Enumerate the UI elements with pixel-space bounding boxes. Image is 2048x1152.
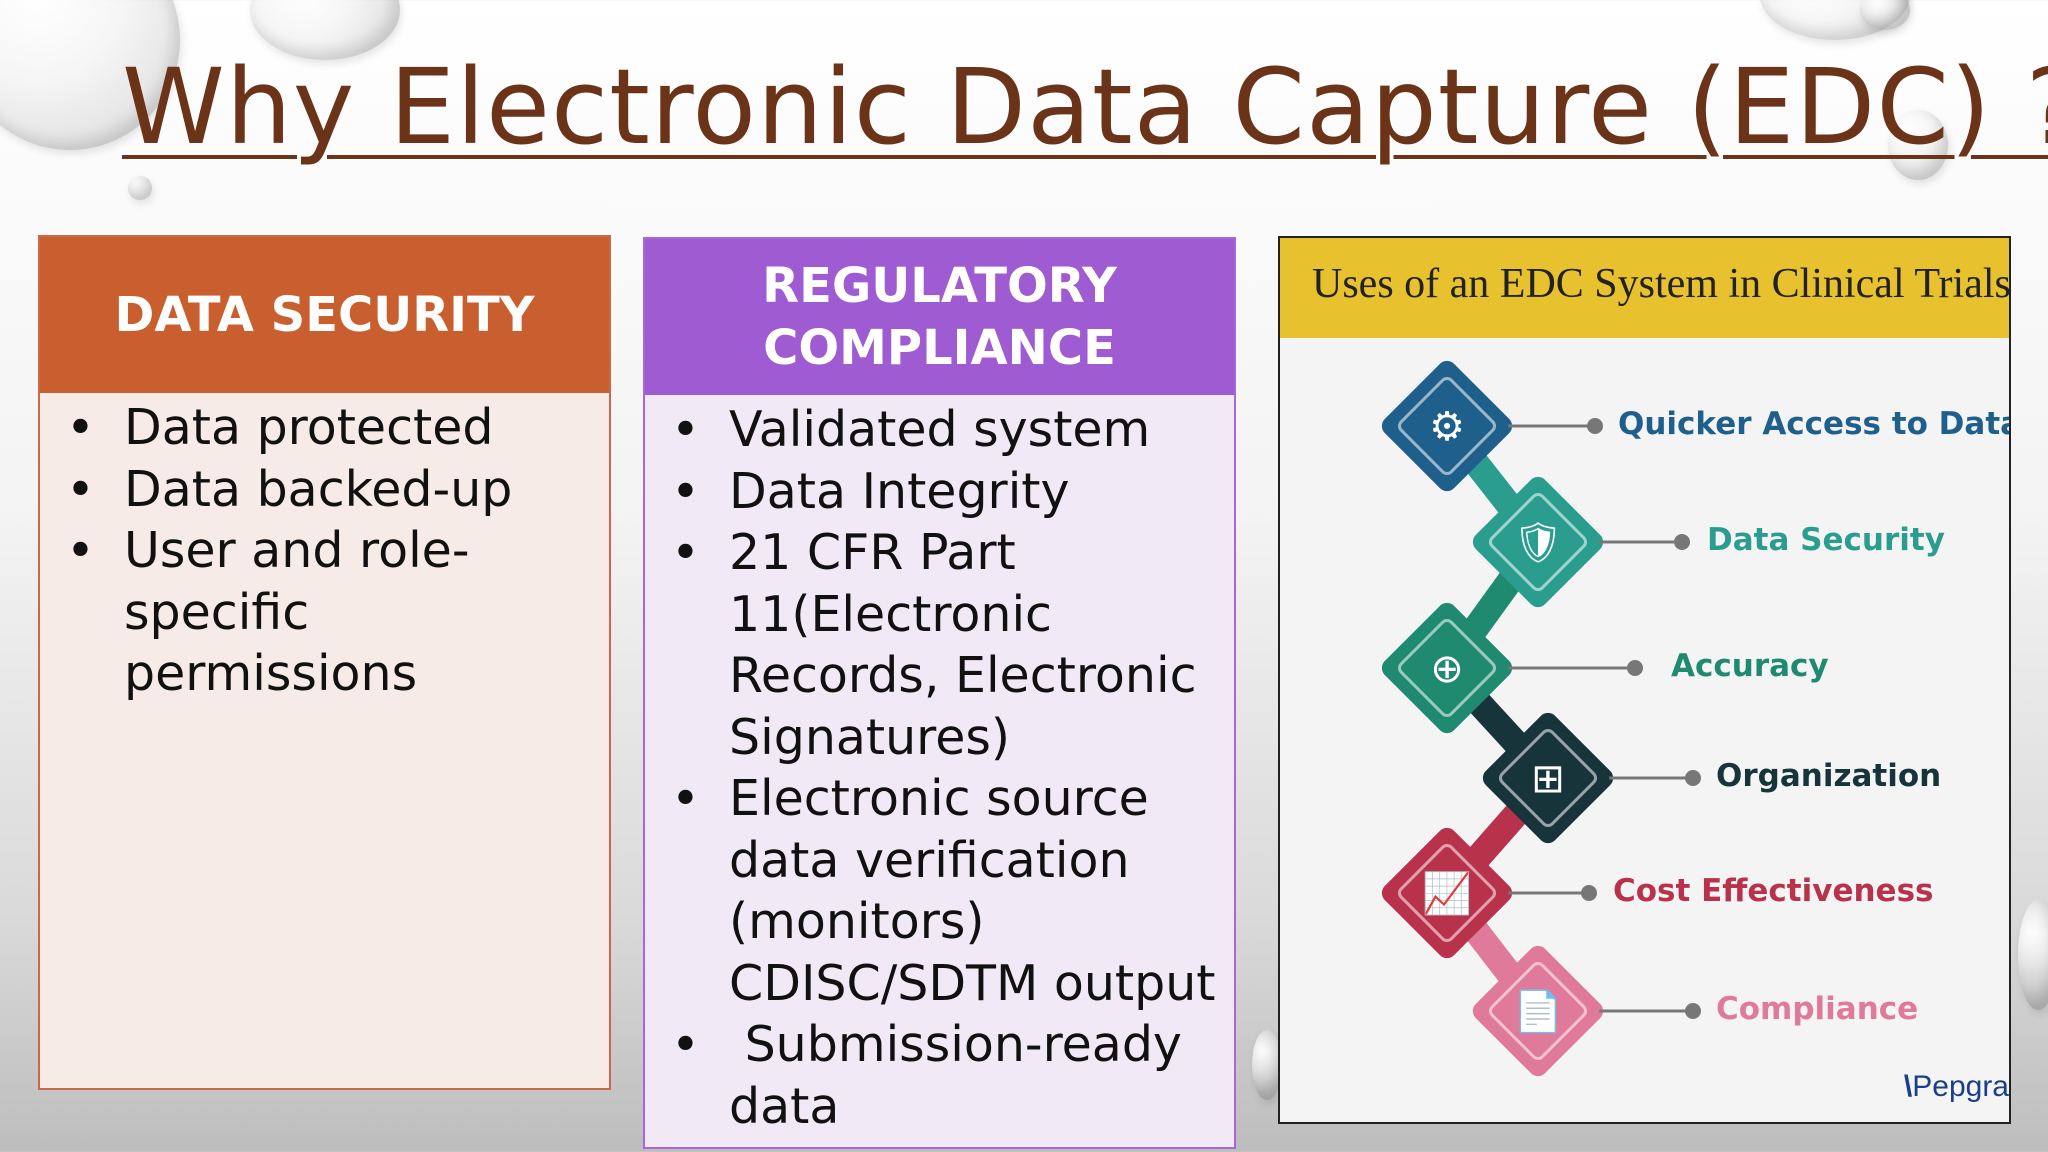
edc-uses-title: Uses of an EDC System in Clinical Trials bbox=[1312, 261, 2011, 307]
diamond-outer bbox=[1472, 945, 1604, 1077]
regulatory-compliance-heading: REGULATORY COMPLIANCE bbox=[645, 239, 1234, 395]
bullet: • bbox=[671, 401, 700, 458]
diamond-inner bbox=[1397, 618, 1497, 718]
pointer-dot bbox=[1627, 660, 1643, 676]
use-diamond: 🛡 bbox=[1472, 476, 1604, 608]
diamond-outer bbox=[1381, 360, 1513, 492]
diamond-inner bbox=[1498, 728, 1598, 828]
list-item: •User and role-specific permissions bbox=[66, 522, 470, 702]
bullet: • bbox=[66, 399, 95, 456]
bullet: • bbox=[66, 522, 95, 579]
regulatory-compliance-box: REGULATORY COMPLIANCE •Validated system … bbox=[643, 237, 1236, 1149]
diamond-outer bbox=[1381, 602, 1513, 734]
use-label: Data Security bbox=[1707, 522, 1945, 558]
diamond-outer bbox=[1472, 476, 1604, 608]
list-item: • Submission-ready data bbox=[671, 1016, 1198, 1135]
diamond-outer bbox=[1482, 712, 1614, 844]
data-security-heading: DATA SECURITY bbox=[40, 237, 609, 393]
document-check-icon: 📄 bbox=[1513, 988, 1563, 1035]
pointer-dot bbox=[1587, 418, 1603, 434]
use-label: Compliance bbox=[1716, 991, 1919, 1027]
pointer-dot bbox=[1685, 1003, 1701, 1019]
diamond-inner bbox=[1488, 492, 1588, 592]
slide-title: Why Electronic Data Capture (EDC) ? bbox=[122, 46, 2048, 168]
use-diamond: ⚙ bbox=[1381, 360, 1513, 492]
diamond-outer bbox=[1381, 827, 1513, 959]
bullet: • bbox=[671, 770, 700, 827]
use-label: Organization bbox=[1716, 758, 1942, 794]
use-diamond: ⊞ bbox=[1482, 712, 1614, 844]
use-diamond: 📄 bbox=[1472, 945, 1604, 1077]
water-droplet bbox=[1888, 110, 1948, 180]
list-item: •21 CFR Part 11(Electronic Records, Elec… bbox=[671, 524, 1197, 766]
use-diamond: 📈 bbox=[1381, 827, 1513, 959]
water-droplet bbox=[2018, 900, 2048, 1010]
use-label: Accuracy bbox=[1671, 648, 1829, 684]
shield-folder-icon: 🛡 bbox=[1513, 520, 1564, 566]
bullet: • bbox=[66, 460, 95, 518]
pointer-dot bbox=[1674, 534, 1690, 550]
bullet: • bbox=[671, 462, 700, 520]
list-item: •Data protected bbox=[54, 397, 594, 459]
edc-uses-panel: Uses of an EDC System in Clinical Trials… bbox=[1278, 236, 2011, 1124]
edc-uses-header: Uses of an EDC System in Clinical Trials bbox=[1280, 238, 2009, 338]
growth-chart-icon: 📈 bbox=[1422, 870, 1472, 917]
use-diamond: ⊕ bbox=[1381, 602, 1513, 734]
workflow-icon: ⚙ bbox=[1429, 404, 1465, 450]
org-chart-icon: ⊞ bbox=[1531, 756, 1565, 802]
edc-uses-diagram: ⚙ 🛡 ⊕ ⊞ 📈 📄 bbox=[1381, 360, 1701, 1077]
water-droplet bbox=[128, 176, 152, 200]
diamond-inner bbox=[1397, 376, 1497, 476]
target-icon: ⊕ bbox=[1430, 646, 1464, 692]
brand-logo: \Pepgra bbox=[1903, 1070, 2009, 1103]
diamond-inner bbox=[1488, 961, 1588, 1061]
list-item: •Data Integrity bbox=[659, 461, 1229, 523]
use-label: Cost Effectiveness bbox=[1613, 873, 1934, 909]
pointer-dot bbox=[1581, 885, 1597, 901]
data-security-box: DATA SECURITY •Data protected •Data back… bbox=[38, 235, 611, 1090]
pointer-dot bbox=[1685, 770, 1701, 786]
diamond-inner bbox=[1397, 843, 1497, 943]
list-item: •Data backed-up bbox=[54, 459, 594, 521]
list-item: •Validated system bbox=[659, 399, 1229, 461]
data-security-list: •Data protected •Data backed-up •User an… bbox=[54, 397, 594, 705]
list-item: •Electronic source data verification (mo… bbox=[671, 770, 1216, 1012]
bullet: • bbox=[671, 524, 700, 581]
use-label: Quicker Access to Data bbox=[1618, 406, 2011, 442]
bullet: • bbox=[671, 1016, 700, 1073]
water-droplet bbox=[1252, 1030, 1282, 1100]
regulatory-compliance-list: •Validated system •Data Integrity •21 CF… bbox=[659, 399, 1229, 1137]
